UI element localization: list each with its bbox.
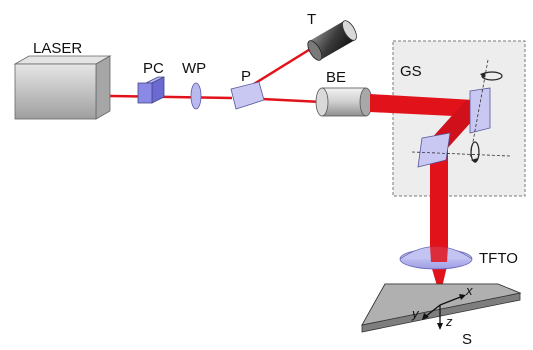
label-tfto: TFTO xyxy=(479,250,518,267)
pockels-cell xyxy=(137,76,165,104)
expanded-beam-horizontal xyxy=(370,94,474,117)
label-t: T xyxy=(307,11,316,28)
reflected-beam-to-t xyxy=(253,46,313,86)
waveplate xyxy=(190,82,202,110)
laser-source xyxy=(13,55,112,120)
rotation-arrow-icon xyxy=(480,71,503,81)
focused-beam xyxy=(430,262,448,296)
label-s: S xyxy=(462,331,472,345)
expanded-beam-vertical xyxy=(430,144,448,252)
beam-through-lens xyxy=(430,246,448,262)
label-laser: LASER xyxy=(33,40,82,57)
label-p: P xyxy=(241,68,251,85)
laser-beam-thin xyxy=(109,94,233,100)
label-wp: WP xyxy=(182,60,206,77)
axis-label-z: z xyxy=(445,314,453,329)
beam-expander xyxy=(315,87,373,117)
polarizer xyxy=(230,81,265,110)
transmitted-beam-to-be xyxy=(261,97,323,104)
rotation-arrow-icon xyxy=(470,141,480,163)
label-gs: GS xyxy=(400,63,422,80)
galvo-axis-1 xyxy=(469,59,489,159)
detector-t xyxy=(307,20,357,61)
galvo-mirror-1 xyxy=(469,87,491,134)
axis-label-y: y xyxy=(411,306,420,321)
axis-label-x: x xyxy=(465,283,473,298)
galvo-axis-2 xyxy=(411,151,511,157)
coordinate-axes xyxy=(422,294,466,330)
label-pc: PC xyxy=(143,60,164,77)
galvo-mirror-2 xyxy=(417,132,451,168)
label-be: BE xyxy=(326,69,346,86)
